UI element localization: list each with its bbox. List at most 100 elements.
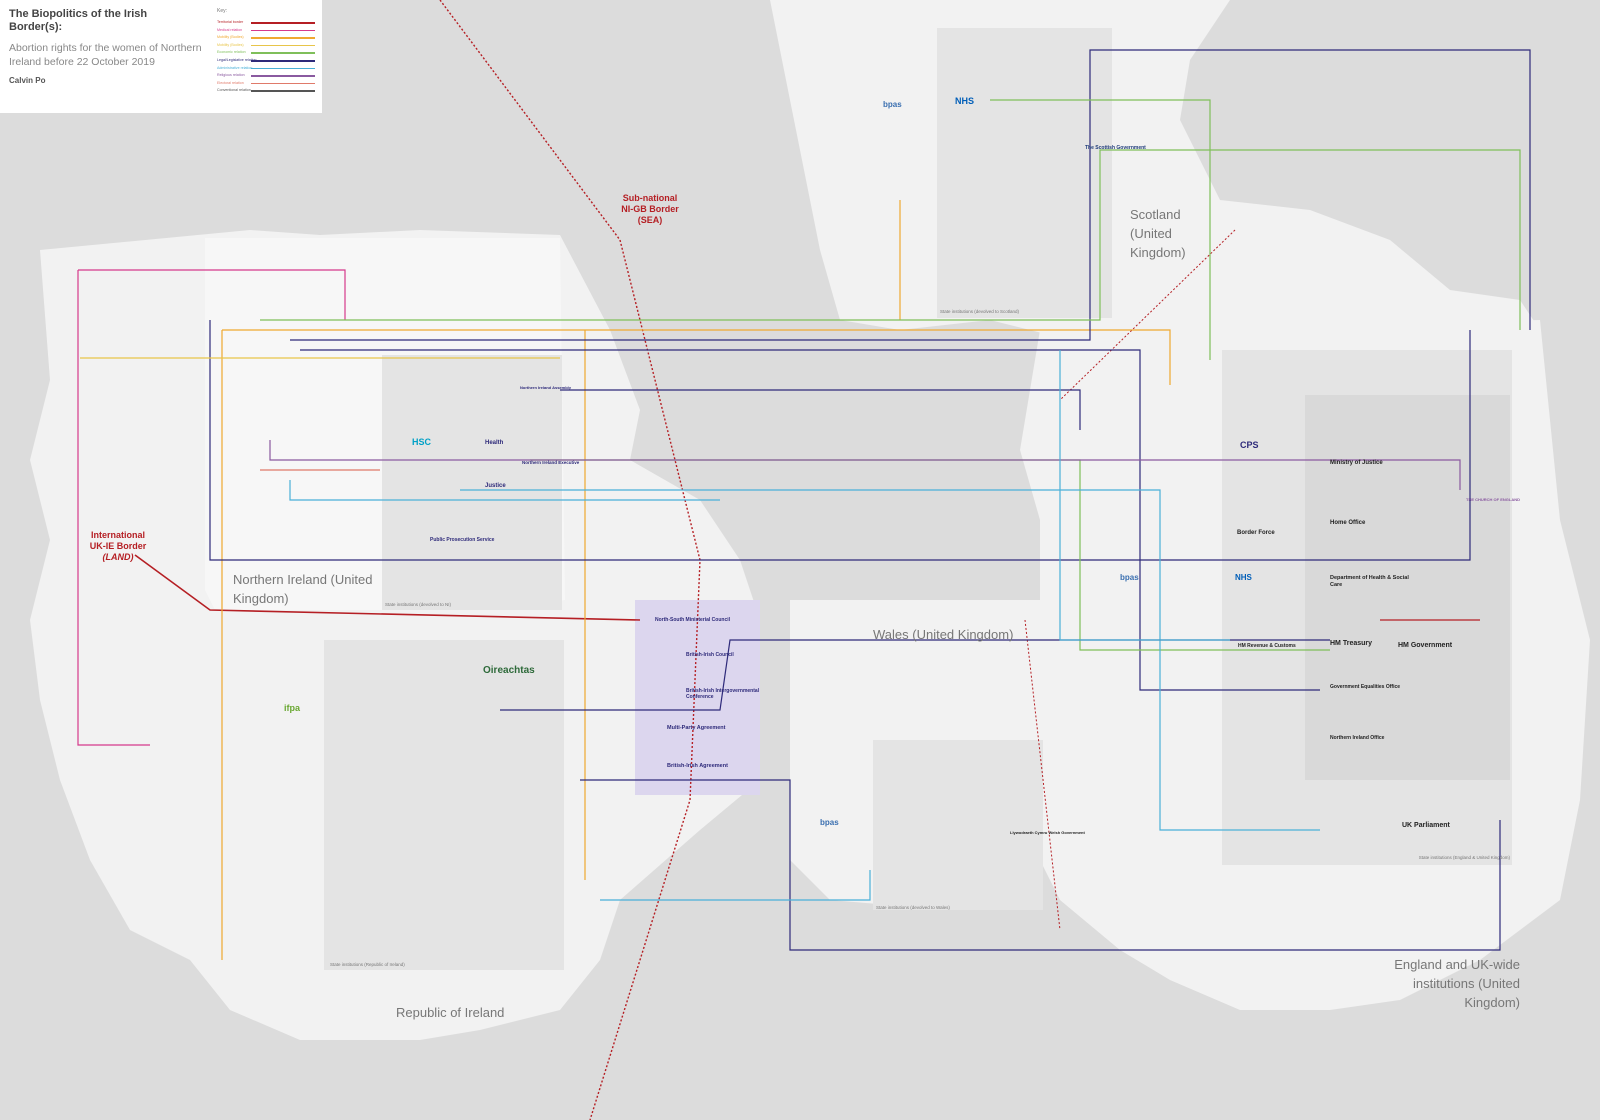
key-heading: Key: [217,8,228,14]
scotland-box-footer: State institutions (devolved to Scotland… [940,309,1020,314]
relation-line [560,389,1081,430]
key-item-swatch [251,22,315,24]
sea-border-label-l2: NI-GB Border [621,204,679,214]
relation-line [530,459,1330,651]
node-hsc: HSC [412,437,432,447]
relation-line [990,99,1211,360]
region-label-scotland: Scotland (United Kingdom) [1130,207,1186,260]
node-ni-assembly: Northern Ireland Assembly [520,385,571,390]
sea-border-label-l3: (SEA) [637,215,663,225]
isle-of-man [860,470,915,540]
node-justice: Justice [485,483,506,489]
wales-box-footer: State institutions (devolved to Wales) [876,905,950,910]
roi-box-footer: State institutions (Republic of Ireland) [330,962,405,967]
key-item-label: Religious relation [217,73,245,78]
node-uk-parliament: UK Parliament [1402,822,1450,829]
key-item-label: Mobility (Bodies) [217,35,244,40]
node-hm-government: HM Government [1398,642,1453,649]
node-border-force: Border Force [1237,530,1275,536]
key-item: Mobility (Bodies) [217,34,317,41]
sea-border-label: Sub-national NI-GB Border (SEA) [610,193,690,226]
land-border-line [134,554,641,621]
relation-line [580,779,1501,951]
relation-line [300,349,1320,691]
relation-line [222,329,1171,385]
node-multi-party: Multi-Party Agreement [667,725,726,731]
land-border-label-l1: International [90,530,145,540]
region-label-ni: Northern Ireland (United Kingdom) [233,572,373,606]
england-exec-box [1305,395,1510,780]
node-bpas: bpas [1120,573,1139,582]
region-label-wales: Wales (United Kingdom) [873,627,1014,642]
node-nsmc: North-South Ministerial Council [655,617,730,623]
region-label-roi: Republic of Ireland [396,1005,505,1020]
key-item-swatch [251,75,315,77]
key-item-swatch [251,60,315,62]
relation-line [289,480,720,501]
node-nhs: NHS [1235,573,1252,582]
relation-line [269,440,1461,490]
node-geo: Government Equalities Office [1330,684,1401,690]
key-item: Legal/Legislative relation [217,57,317,64]
node-cps: CPS [1240,440,1259,450]
node-scottish-gov: The Scottish Government [1085,145,1146,151]
key-item-label: Economic relation [217,50,246,55]
key-item: Economic relation [217,49,317,56]
node-welsh-gov: Llywodraeth Cymru Welsh Government [1010,830,1085,835]
node-bia: British-Irish Agreement [667,763,728,769]
key-item: Conventional relation [217,87,317,94]
scotland-inst-box [937,28,1112,318]
key-item: Territorial border [217,19,317,26]
wales-inst-box [873,740,1043,910]
relation-line [78,269,346,320]
node-ni-exec: Northern Ireland Executive [522,460,580,465]
key-item: Medical relation [217,27,317,34]
title-legend-panel: The Biopolitics of the Irish Border(s): … [0,0,322,113]
relation-line [600,870,871,901]
sea-border-label-l1: Sub-national [622,193,678,203]
node-bpas: bpas [883,100,902,109]
key-item-swatch [251,52,315,54]
relation-line [209,320,1471,561]
diagram-title: The Biopolitics of the Irish Border(s): [9,8,148,33]
ni-inst-box [382,355,562,610]
relation-line [290,49,1531,341]
region-label-england: England and UK-wide institutions (United… [1394,957,1520,1010]
key-item-swatch [251,90,315,92]
key-item-label: Administrative relation [217,65,253,70]
node-health: Health [485,440,504,446]
key-item-swatch [251,44,315,47]
england-box-footer: State institutions (England & United Kin… [1418,855,1510,860]
key-item-label: Conventional relation [217,88,251,93]
node-hm-treasury: HM Treasury [1330,640,1373,647]
key-item-label: Electoral relation [217,80,244,85]
ni-gb-diag-line [1059,229,1236,401]
key-item: Electoral relation [217,80,317,87]
relation-line [500,639,1330,711]
key-item: Mobility (Bodies) [217,42,317,49]
key-item-label: Mobility (Bodies) [217,42,244,47]
node-oireachtas: Oireachtas [483,665,535,676]
node-ministry-justice: Ministry of Justice [1330,460,1383,466]
diagram-author: Calvin Po [9,76,46,85]
roi-inst-box [324,640,564,970]
key-item-label: Legal/Legislative relation [217,58,257,62]
node-nhs: NHS [955,96,975,106]
node-bic: British-Irish Council [686,652,734,658]
key-item-swatch [251,67,315,70]
key-item-swatch [251,37,315,39]
key-item-swatch [251,82,315,85]
relation-line [460,489,1320,831]
node-dhsc: Department of Health & Social Care [1330,575,1409,588]
relation-line [260,149,1521,330]
land-border-label: International UK-IE Border (LAND) [78,530,158,563]
key-item-label: Medical relation [217,27,243,32]
key-item: Religious relation [217,72,317,79]
node-ifpa: ifpa [284,703,301,713]
node-ppsni: Public Prosecution Service [430,537,495,543]
node-bpas: bpas [820,818,839,827]
ni-box-footer: State institutions (devolved to NI) [385,602,452,607]
